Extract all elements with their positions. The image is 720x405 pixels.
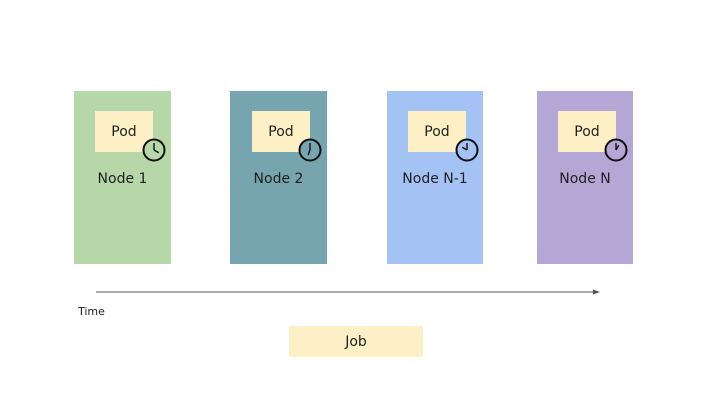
clock-hour-hand (307, 149, 311, 156)
pod-box: Pod (558, 111, 616, 152)
pod-label: Pod (424, 123, 450, 140)
clock-hour-hand (615, 144, 620, 151)
node-2-box: Pod Node 2 (230, 91, 327, 264)
clock-icon (142, 138, 166, 162)
node-n-minus-1-box: Pod Node N-1 (387, 91, 483, 264)
time-label: Time (78, 305, 105, 318)
pod-box: Pod (95, 111, 153, 152)
arrow-right-icon (593, 289, 600, 295)
job-box: Job (289, 326, 423, 357)
clock-icon (298, 138, 322, 162)
pod-box: Pod (408, 111, 466, 152)
pod-label: Pod (574, 123, 600, 140)
node-label: Node N (559, 171, 611, 187)
node-label: Node 2 (253, 171, 304, 187)
pod-label: Pod (111, 123, 137, 140)
node-label: Node 1 (97, 171, 148, 187)
clock-icon (604, 138, 628, 162)
node-1-box: Pod Node 1 (74, 91, 171, 264)
job-label: Job (345, 333, 367, 350)
clock-hour-hand (461, 146, 468, 151)
node-label: Node N-1 (402, 171, 468, 187)
clock-hour-hand (153, 149, 160, 154)
node-n-box: Pod Node N (537, 91, 633, 264)
clock-icon (455, 138, 479, 162)
pod-label: Pod (268, 123, 294, 140)
